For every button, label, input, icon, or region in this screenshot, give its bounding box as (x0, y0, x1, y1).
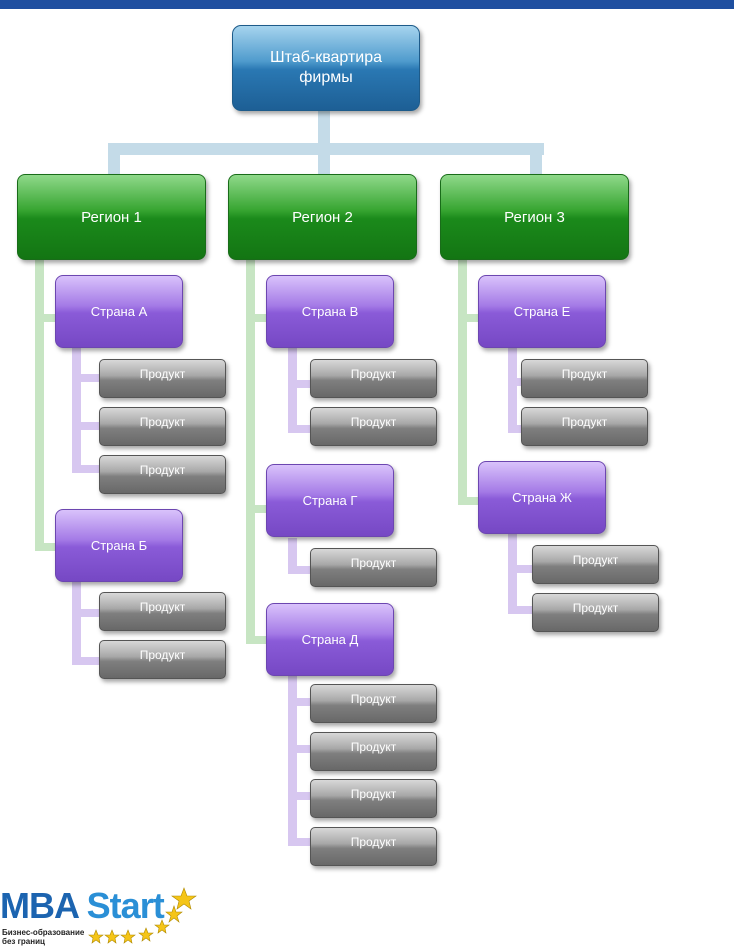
country-b-branch (35, 543, 59, 551)
region-2-trunk (246, 258, 255, 644)
region-1-trunk (35, 258, 44, 551)
stars-icon (88, 887, 197, 944)
country-zh-products-trunk (508, 534, 517, 614)
country-label: Страна Г (302, 493, 358, 508)
region-2-drop (318, 143, 330, 176)
product-node: Продукт (521, 359, 648, 398)
product-connector (508, 565, 534, 573)
country-label: Страна А (90, 304, 148, 319)
product-label: Продукт (350, 740, 397, 754)
country-d-products-trunk (288, 676, 297, 846)
product-connector (72, 657, 102, 665)
product-label: Продукт (572, 601, 619, 615)
product-node: Продукт (99, 407, 226, 446)
product-connector (288, 566, 314, 574)
country-e-products-trunk (508, 348, 517, 433)
country-node-a: Страна А (55, 275, 183, 348)
country-a-branch (35, 314, 59, 322)
product-label: Продукт (350, 367, 397, 381)
region-3-node: Регион 3 (440, 174, 629, 260)
product-label: Продукт (350, 692, 397, 706)
product-label: Продукт (139, 600, 186, 614)
product-connector (288, 425, 314, 433)
country-label: Страна В (301, 304, 359, 319)
product-node: Продукт (532, 545, 659, 584)
product-node: Продукт (310, 548, 437, 587)
hq-connector-stem (318, 110, 330, 146)
country-b-products-trunk (72, 581, 81, 665)
product-node: Продукт (99, 359, 226, 398)
product-connector (288, 698, 314, 706)
region-3-drop (530, 143, 542, 176)
product-label: Продукт (561, 415, 608, 429)
region-label: Регион 1 (81, 208, 142, 226)
product-label: Продукт (139, 648, 186, 662)
region-label: Регион 3 (504, 208, 565, 226)
country-a-products-trunk (72, 348, 81, 473)
product-node: Продукт (310, 407, 437, 446)
logo-tagline: Бизнес-образование без границ (2, 928, 85, 946)
product-label: Продукт (139, 415, 186, 429)
product-node: Продукт (521, 407, 648, 446)
product-connector (508, 606, 534, 614)
product-connector (288, 792, 314, 800)
product-label: Продукт (139, 367, 186, 381)
product-label: Продукт (572, 553, 619, 567)
product-connector (72, 422, 102, 430)
product-node: Продукт (99, 592, 226, 631)
region-1-drop (108, 143, 120, 176)
top-bar (0, 0, 734, 10)
product-node: Продукт (99, 640, 226, 679)
logo-text-mba: MBA (0, 885, 79, 926)
country-zh-branch (458, 497, 482, 505)
logo-text-start: Start (86, 885, 165, 926)
region-2-node: Регион 2 (228, 174, 417, 260)
product-connector (288, 745, 314, 753)
hq-label: Штаб-квартира фирмы (269, 49, 383, 86)
country-node-b: Страна Б (55, 509, 183, 582)
country-node-v: Страна В (266, 275, 394, 348)
country-g-branch (246, 505, 270, 513)
logo-wordmark: MBA Start (0, 884, 165, 928)
product-label: Продукт (561, 367, 608, 381)
product-label: Продукт (139, 463, 186, 477)
product-node: Продукт (310, 359, 437, 398)
product-connector (72, 465, 102, 473)
product-node: Продукт (310, 779, 437, 818)
product-label: Продукт (350, 556, 397, 570)
country-node-e: Страна Е (478, 275, 606, 348)
product-label: Продукт (350, 787, 397, 801)
product-node: Продукт (310, 732, 437, 771)
region-3-trunk (458, 258, 467, 505)
country-label: Страна Д (301, 632, 359, 647)
country-node-d: Страна Д (266, 603, 394, 676)
country-label: Страна Б (90, 538, 148, 553)
country-e-branch (458, 314, 482, 322)
country-label: Страна Ж (512, 490, 572, 505)
region-label: Регион 2 (292, 208, 353, 226)
country-node-g: Страна Г (266, 464, 394, 537)
product-node: Продукт (310, 827, 437, 866)
product-label: Продукт (350, 835, 397, 849)
product-node: Продукт (310, 684, 437, 723)
product-connector (288, 838, 314, 846)
mba-start-logo: MBA Start Бизнес-образование без границ (0, 884, 210, 950)
country-label: Страна Е (513, 304, 571, 319)
country-v-products-trunk (288, 348, 297, 433)
product-node: Продукт (99, 455, 226, 494)
country-d-branch (246, 636, 270, 644)
hq-node: Штаб-квартира фирмы (232, 25, 420, 111)
product-connector (72, 609, 102, 617)
region-1-node: Регион 1 (17, 174, 206, 260)
country-node-zh: Страна Ж (478, 461, 606, 534)
country-v-branch (246, 314, 270, 322)
product-label: Продукт (350, 415, 397, 429)
country-g-products-trunk (288, 538, 297, 574)
product-node: Продукт (532, 593, 659, 632)
product-connector (72, 374, 102, 382)
product-connector (288, 380, 314, 388)
